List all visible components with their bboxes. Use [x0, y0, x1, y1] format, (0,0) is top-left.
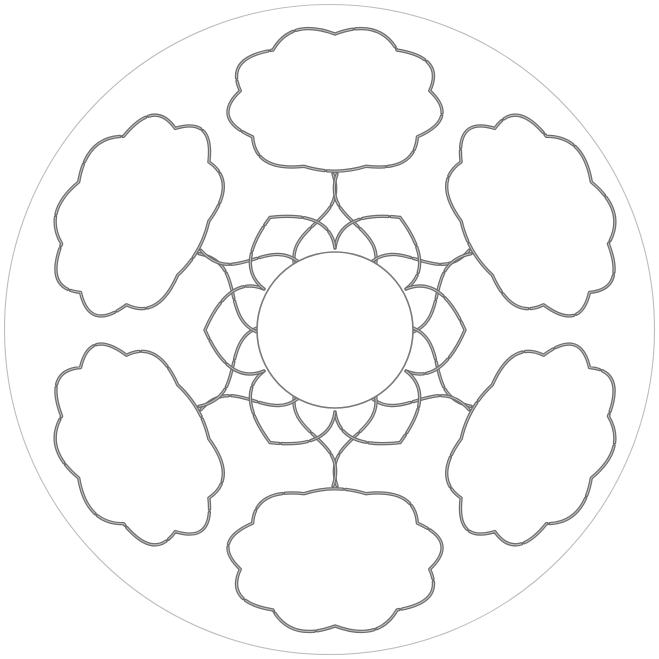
center-circle[interactable]	[257, 252, 413, 408]
